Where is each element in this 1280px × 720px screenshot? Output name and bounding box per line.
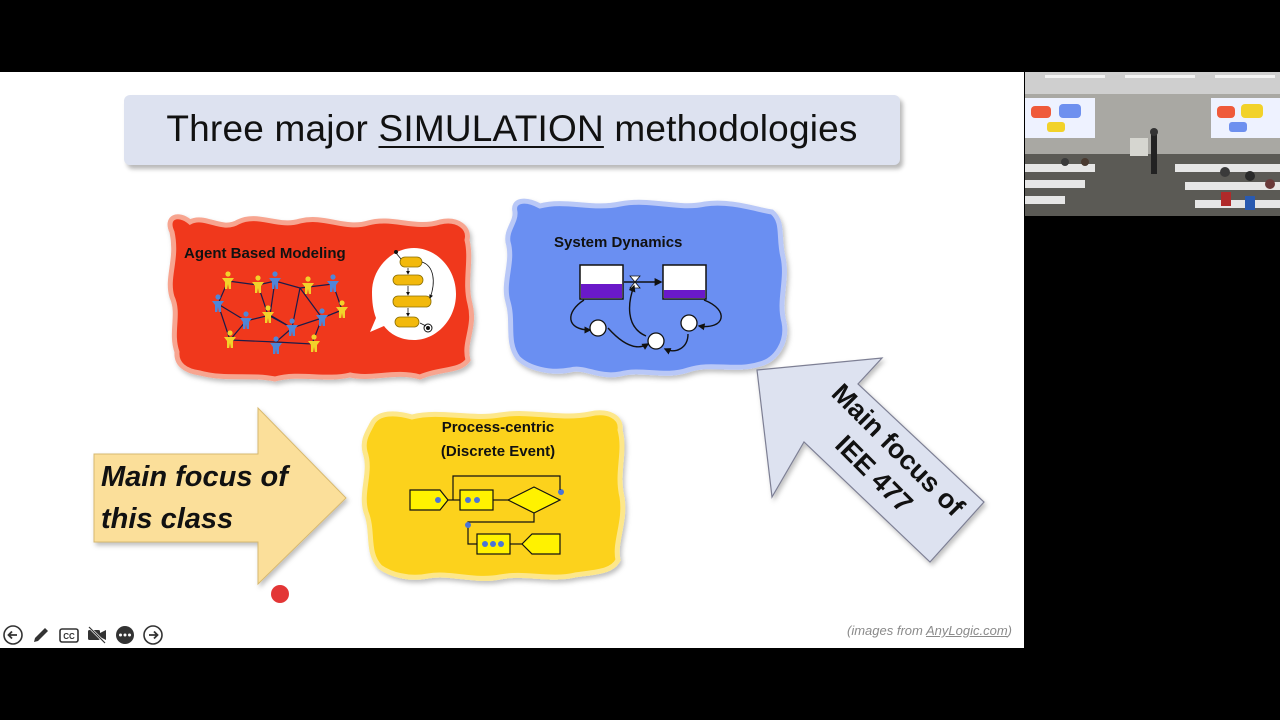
agent-statechart-bubble bbox=[370, 248, 456, 340]
webcam-video-thumbnail bbox=[1025, 72, 1280, 216]
title-emphasis: SIMULATION bbox=[378, 108, 604, 149]
image-credit: (images from AnyLogic.com) bbox=[847, 623, 1012, 638]
next-slide-icon bbox=[143, 625, 163, 645]
camera-off-icon bbox=[88, 626, 106, 644]
more-options-icon bbox=[116, 626, 134, 644]
camera-button[interactable] bbox=[86, 624, 108, 646]
captions-icon: CC bbox=[59, 628, 79, 643]
title-banner: Three major SIMULATION methodologies bbox=[124, 95, 900, 165]
left-arrow-text-line1: Main focus of bbox=[101, 461, 291, 493]
agent-based-modeling-label: Agent Based Modeling bbox=[184, 245, 346, 262]
process-centric-blob: Process-centric (Discrete Event) bbox=[361, 410, 626, 581]
prev-slide-button[interactable] bbox=[2, 624, 24, 646]
system-dynamics-blob: System Dynamics bbox=[503, 198, 788, 378]
left-arrow-text-line2: this class bbox=[101, 503, 233, 535]
svg-text:CC: CC bbox=[63, 632, 75, 641]
main-focus-class-arrow: Main focus of this class bbox=[93, 406, 347, 586]
slide-title: Three major SIMULATION methodologies bbox=[166, 108, 858, 149]
agent-based-modeling-blob: Agent Based Modeling bbox=[167, 214, 475, 382]
laser-pointer-dot bbox=[271, 585, 289, 603]
anylogic-credit-link[interactable]: AnyLogic.com bbox=[926, 623, 1008, 638]
process-centric-label-line1: Process-centric bbox=[442, 419, 555, 436]
next-slide-button[interactable] bbox=[142, 624, 164, 646]
pen-icon bbox=[34, 628, 48, 642]
discrete-event-flowchart bbox=[409, 475, 564, 555]
pen-button[interactable] bbox=[30, 624, 52, 646]
main-focus-iee477-arrow: Main focus of IEE 477 bbox=[756, 357, 985, 563]
lecture-room-video bbox=[1025, 72, 1280, 216]
prev-slide-icon bbox=[3, 625, 23, 645]
more-options-button[interactable] bbox=[114, 624, 136, 646]
captions-button[interactable]: CC bbox=[58, 624, 80, 646]
process-centric-label-line2: (Discrete Event) bbox=[441, 443, 555, 460]
system-dynamics-diagram bbox=[570, 264, 722, 355]
presentation-slide: Three major SIMULATION methodologies bbox=[0, 72, 1024, 648]
system-dynamics-label: System Dynamics bbox=[554, 234, 682, 251]
diagram-canvas: Agent Based Modeling System Dyn bbox=[93, 198, 985, 603]
